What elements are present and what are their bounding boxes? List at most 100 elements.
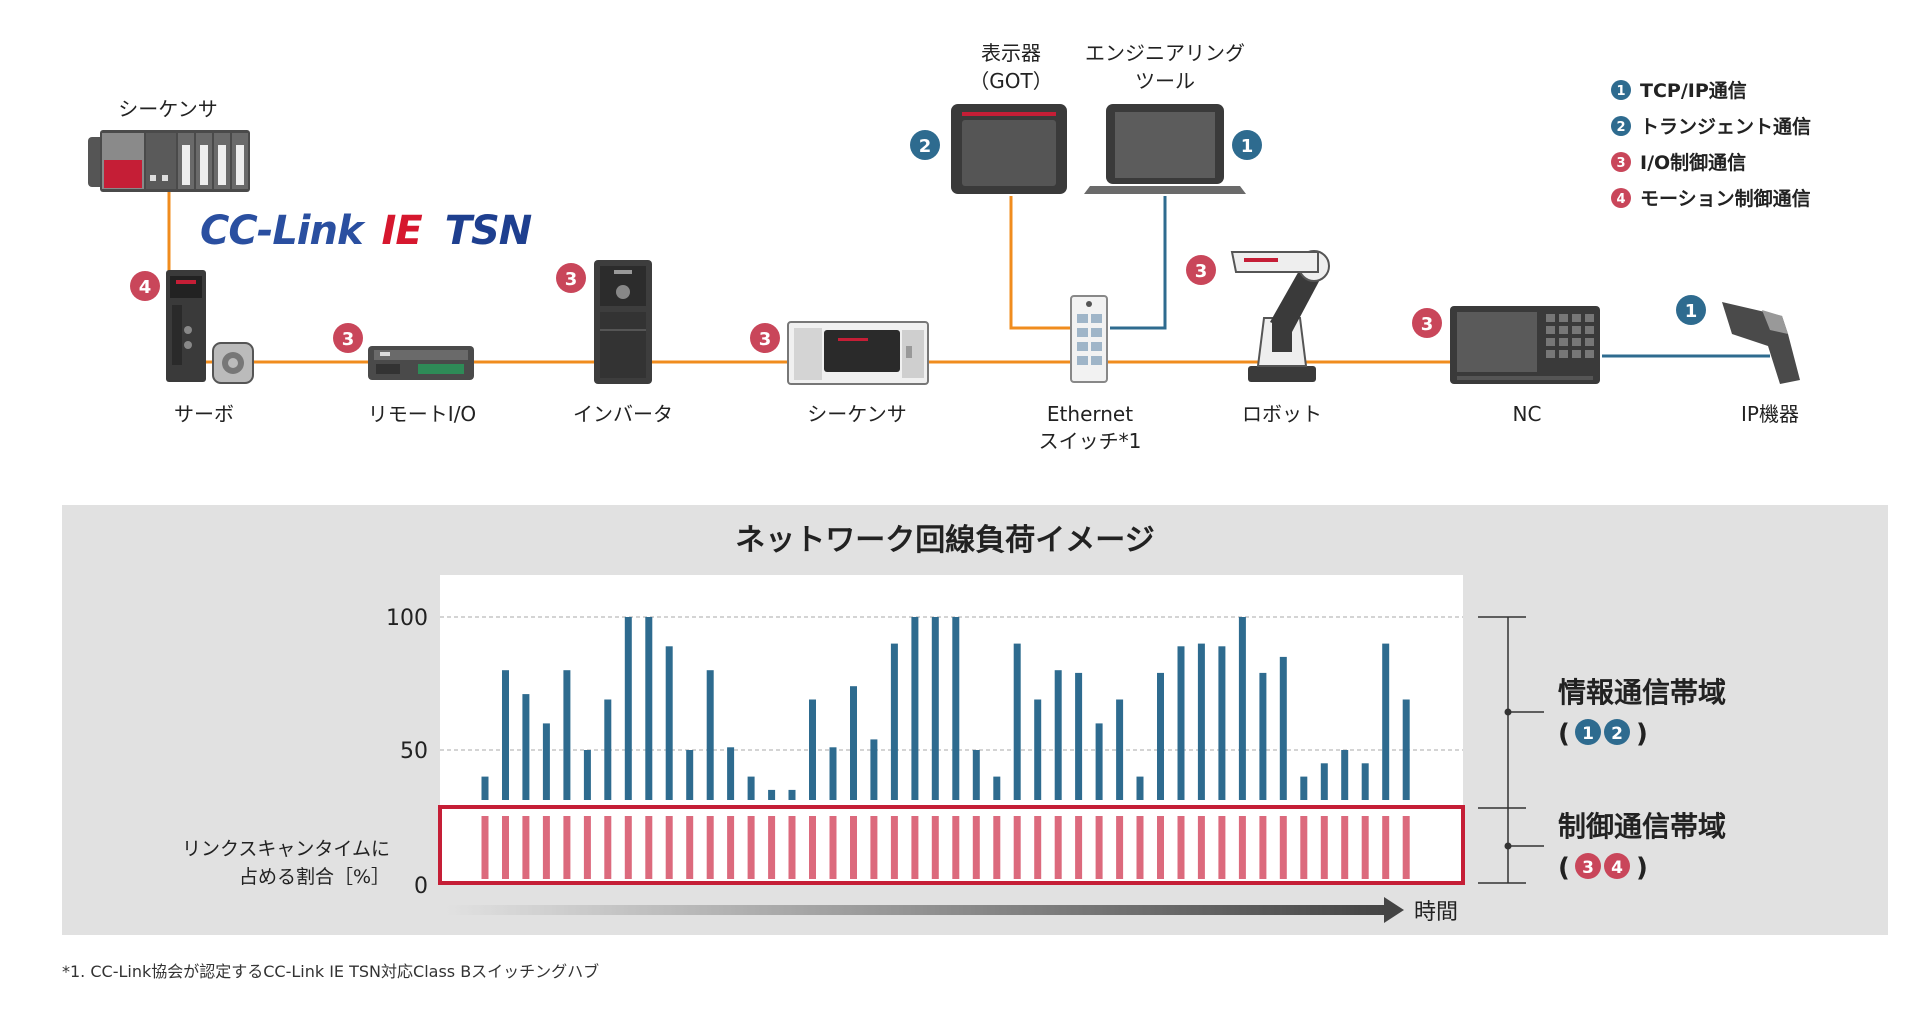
info-bar	[1054, 670, 1062, 800]
control-bar	[583, 816, 591, 879]
svg-text:3: 3	[1195, 261, 1208, 282]
info-bar	[1402, 699, 1410, 800]
info-bar	[563, 670, 571, 800]
svg-text:(: (	[1558, 853, 1570, 883]
sequencer-device	[787, 321, 929, 385]
control-bar	[931, 816, 939, 879]
info-bar	[1300, 776, 1308, 800]
info-bar	[624, 617, 632, 800]
control-bars	[481, 816, 1410, 879]
svg-text:4: 4	[1616, 192, 1625, 207]
control-bar	[1177, 816, 1185, 879]
control-bar	[972, 816, 980, 879]
info-bar	[583, 750, 591, 800]
ytick-50: 50	[400, 739, 428, 764]
info-bar	[1382, 643, 1390, 800]
info-bar	[788, 789, 796, 800]
info-bar	[1013, 643, 1021, 800]
control-bar	[645, 816, 653, 879]
control-bar	[1054, 816, 1062, 879]
info-bar	[1259, 672, 1267, 800]
info-bar	[686, 750, 694, 800]
nc-label: NC	[1513, 402, 1542, 426]
info-bar	[645, 617, 653, 800]
badge-servo: 4	[130, 271, 160, 301]
svg-text:2: 2	[1611, 724, 1623, 744]
control-bar	[1341, 816, 1349, 879]
info-bar	[1218, 646, 1226, 800]
control-bar	[911, 816, 919, 879]
info-bar	[706, 670, 714, 800]
switch-label-line2: スイッチ*1	[1039, 429, 1142, 453]
control-bar	[1259, 816, 1267, 879]
ylabel-line1: リンクスキャンタイムに	[182, 838, 390, 860]
info-bar	[972, 750, 980, 800]
got-label-line1: 表示器	[981, 41, 1041, 65]
got-display	[951, 104, 1067, 194]
badge-nc: 3	[1412, 308, 1442, 338]
inverter-device	[594, 260, 652, 384]
svg-text:3: 3	[342, 329, 355, 350]
control-bar	[788, 816, 796, 879]
svg-text:1: 1	[1582, 724, 1594, 744]
info-bar	[829, 747, 837, 800]
legend-label-1: TCP/IP通信	[1640, 79, 1747, 102]
info-bar	[1157, 672, 1164, 800]
legend: 1 TCP/IP通信 2 トランジェント通信 3 I/O制御通信 4 モーション…	[1611, 79, 1811, 210]
svg-text:2: 2	[1616, 120, 1625, 135]
ytick-100: 100	[386, 606, 428, 631]
bracket-dot-control	[1504, 842, 1512, 850]
chart-title: ネットワーク回線負荷イメージ	[735, 523, 1154, 558]
remote-io-device	[368, 346, 474, 380]
logo-cc-link: CC-Link	[200, 208, 366, 254]
control-bar	[1402, 816, 1410, 879]
info-bar	[1136, 776, 1144, 800]
control-bar	[542, 816, 550, 879]
footnote: *1. CC-Link協会が認定するCC-Link IE TSN対応Class …	[62, 962, 600, 981]
switch-label-line1: Ethernet	[1047, 402, 1133, 426]
info-bar	[931, 617, 939, 800]
control-bar	[850, 816, 857, 879]
ytick-0: 0	[414, 874, 428, 899]
info-band-nums: ( 1 2 )	[1558, 719, 1648, 749]
control-bar	[1157, 816, 1164, 879]
control-bar	[624, 816, 632, 879]
control-bar	[870, 816, 878, 879]
sequencer-label: シーケンサ	[807, 402, 906, 426]
control-bar	[1218, 816, 1226, 879]
cc-link-logo: CC-Link IE TSN	[200, 208, 533, 254]
control-bar	[1034, 816, 1042, 879]
logo-tsn: TSN	[445, 208, 532, 254]
badge-ip-device: 1	[1676, 295, 1706, 325]
bracket-dot-info	[1504, 708, 1512, 716]
remote-io-label: リモートI/O	[368, 402, 476, 426]
badge-robot: 3	[1186, 255, 1216, 285]
control-band-frame	[438, 805, 1465, 885]
info-bar	[1034, 699, 1042, 800]
control-bar	[1320, 816, 1328, 879]
time-arrow	[446, 897, 1404, 923]
svg-text:): )	[1636, 719, 1648, 749]
legend-label-2: トランジェント通信	[1640, 115, 1811, 138]
servo-label: サーボ	[174, 402, 234, 426]
top-sequencer	[88, 130, 250, 192]
legend-label-4: モーション制御通信	[1640, 187, 1811, 210]
svg-text:3: 3	[565, 269, 578, 290]
control-bar	[1116, 816, 1124, 879]
info-bar	[1197, 643, 1205, 800]
svg-text:3: 3	[1616, 156, 1625, 171]
info-bar	[768, 789, 776, 800]
got-line	[1009, 196, 1084, 330]
info-bar	[911, 617, 919, 800]
legend-item-2: 2 トランジェント通信	[1611, 115, 1811, 138]
info-bar	[952, 617, 960, 800]
control-bar	[706, 816, 714, 879]
control-bar	[829, 816, 837, 879]
tool-line	[1110, 196, 1167, 330]
badge-inverter: 3	[556, 263, 586, 293]
control-bar	[1279, 816, 1287, 879]
svg-text:4: 4	[139, 277, 152, 298]
band-bracket	[1478, 616, 1544, 884]
tool-label-line2: ツール	[1135, 69, 1195, 93]
